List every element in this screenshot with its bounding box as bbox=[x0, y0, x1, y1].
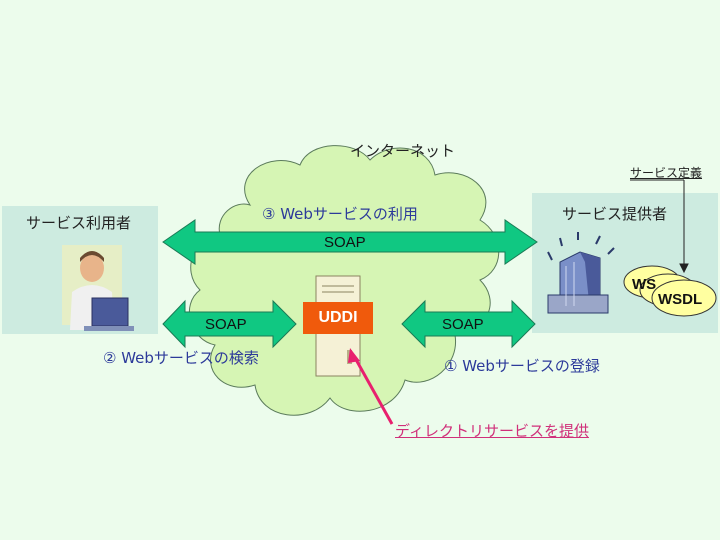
directory-service-note: ディレクトリサービスを提供 bbox=[395, 422, 589, 440]
provider-label: サービス提供者 bbox=[562, 205, 668, 223]
step-search-label: ② Webサービスの検索 bbox=[103, 349, 259, 367]
soap-arrow-right bbox=[401, 299, 536, 349]
soap-arrow-top bbox=[162, 219, 538, 265]
user-person-icon bbox=[62, 245, 134, 331]
soap-right-label: SOAP bbox=[442, 316, 484, 333]
soap-arrow-left bbox=[162, 299, 297, 349]
step-use-label: ③ Webサービスの利用 bbox=[262, 205, 418, 223]
building-icon bbox=[547, 232, 615, 314]
uddi-label: UDDI bbox=[303, 302, 373, 334]
directory-pointer bbox=[348, 348, 394, 425]
wsdl-back-label: WS bbox=[632, 276, 657, 293]
internet-label: インターネット bbox=[350, 142, 456, 160]
step-register-label: ① Webサービスの登録 bbox=[444, 357, 600, 375]
wsdl-label: WSDL bbox=[658, 291, 703, 308]
user-label: サービス利用者 bbox=[26, 214, 132, 232]
service-definition-label: サービス定義 bbox=[630, 166, 703, 180]
wsdl-stack bbox=[623, 265, 717, 317]
soap-left-label: SOAP bbox=[205, 316, 247, 333]
definition-pointer bbox=[630, 179, 689, 274]
soap-top-label: SOAP bbox=[324, 234, 366, 251]
